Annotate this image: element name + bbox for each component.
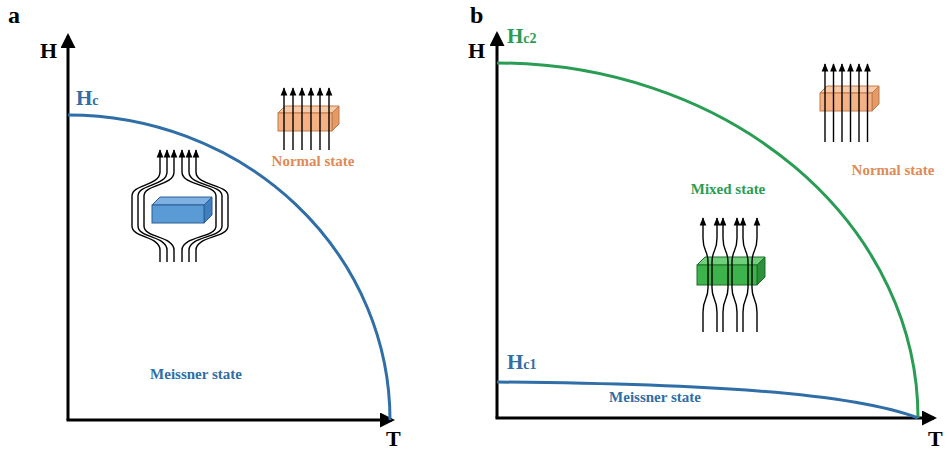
critical-field-curve [68, 115, 390, 420]
field-line [132, 150, 160, 262]
axis-label: T [386, 426, 401, 450]
field-line [867, 64, 868, 142]
field-line [182, 150, 216, 262]
upper-critical-field-curve [497, 63, 918, 418]
field-line [712, 218, 717, 332]
field-line [319, 88, 320, 150]
normal-block [820, 86, 879, 111]
region-label: Normal state [852, 162, 935, 179]
field-line [841, 64, 842, 142]
region-label: Normal state [272, 153, 355, 170]
field-line [723, 218, 728, 332]
field-line [703, 218, 708, 332]
panel-letter: b [470, 2, 483, 30]
field-line [283, 88, 284, 150]
t-axis [67, 419, 393, 422]
field-line [189, 150, 222, 262]
superconductor-block [152, 197, 212, 223]
field-line [328, 88, 329, 150]
field-line [196, 150, 228, 262]
field-line [743, 218, 748, 332]
field-line [824, 64, 825, 142]
h-axis [67, 36, 70, 420]
panel-letter: a [8, 2, 20, 30]
t-axis [496, 417, 935, 420]
region-label: Mixed state [691, 181, 766, 198]
h-axis [496, 34, 499, 418]
mixed-state-block [697, 257, 765, 285]
field-line [144, 150, 174, 262]
axis-label: H [468, 38, 485, 63]
field-line [858, 64, 859, 142]
axis-label: T [928, 426, 943, 450]
field-line [850, 64, 851, 142]
region-label: Meissner state [150, 366, 242, 383]
region-label: Meissner state [609, 389, 701, 406]
field-line [301, 88, 302, 150]
field-line [310, 88, 311, 150]
field-line [752, 218, 757, 332]
field-line [833, 64, 834, 142]
field-line [138, 150, 167, 262]
field-line [292, 88, 293, 150]
lower-critical-field-curve [497, 382, 918, 418]
field-line [732, 218, 737, 332]
axis-label: H [40, 38, 57, 63]
normal-block [278, 106, 339, 131]
critical-field-label: Hc [76, 86, 99, 110]
critical-field-label: Hc2 [507, 24, 537, 48]
critical-field-label: Hc1 [507, 350, 537, 374]
